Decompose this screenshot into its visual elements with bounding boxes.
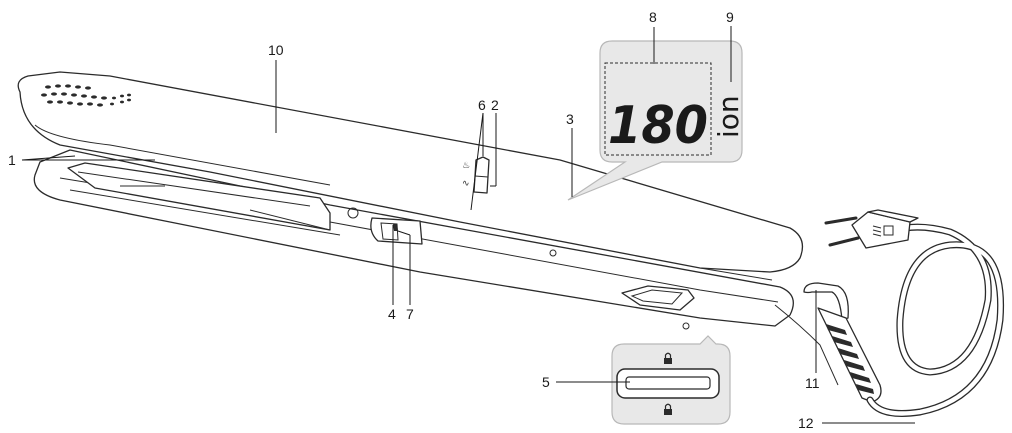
callout-7: 7	[406, 306, 414, 322]
callout-5: 5	[542, 374, 550, 390]
callout-11: 11	[805, 375, 820, 391]
callout-3: 3	[566, 111, 574, 127]
svg-text:∿: ∿	[462, 179, 470, 189]
callout-2: 2	[491, 97, 499, 113]
power-cord	[803, 209, 1005, 417]
vent-holes	[41, 84, 131, 107]
plug	[824, 209, 919, 249]
leader-lines	[21, 26, 915, 424]
callout-10: 10	[268, 42, 284, 58]
callout-6: 6	[478, 97, 486, 113]
upper-arm: ♨ ∿	[17, 71, 804, 281]
callout-12: 12	[798, 415, 814, 431]
temperature-readout: 180	[608, 96, 708, 156]
ion-indicator: ion	[712, 95, 745, 138]
lock-icon	[664, 352, 672, 364]
lock-slider-callout	[611, 335, 731, 425]
callout-8: 8	[649, 9, 657, 25]
callout-9: 9	[726, 9, 734, 25]
svg-text:♨: ♨	[462, 161, 470, 171]
lock-icon	[664, 403, 672, 415]
lower-arm	[33, 149, 839, 386]
callout-1: 1	[8, 152, 16, 168]
callout-labels: 1 2 3 4 5 6 7 8 9 10 11 12	[8, 9, 820, 431]
display-callout: 180 ion	[567, 40, 745, 201]
callout-4: 4	[388, 306, 396, 322]
